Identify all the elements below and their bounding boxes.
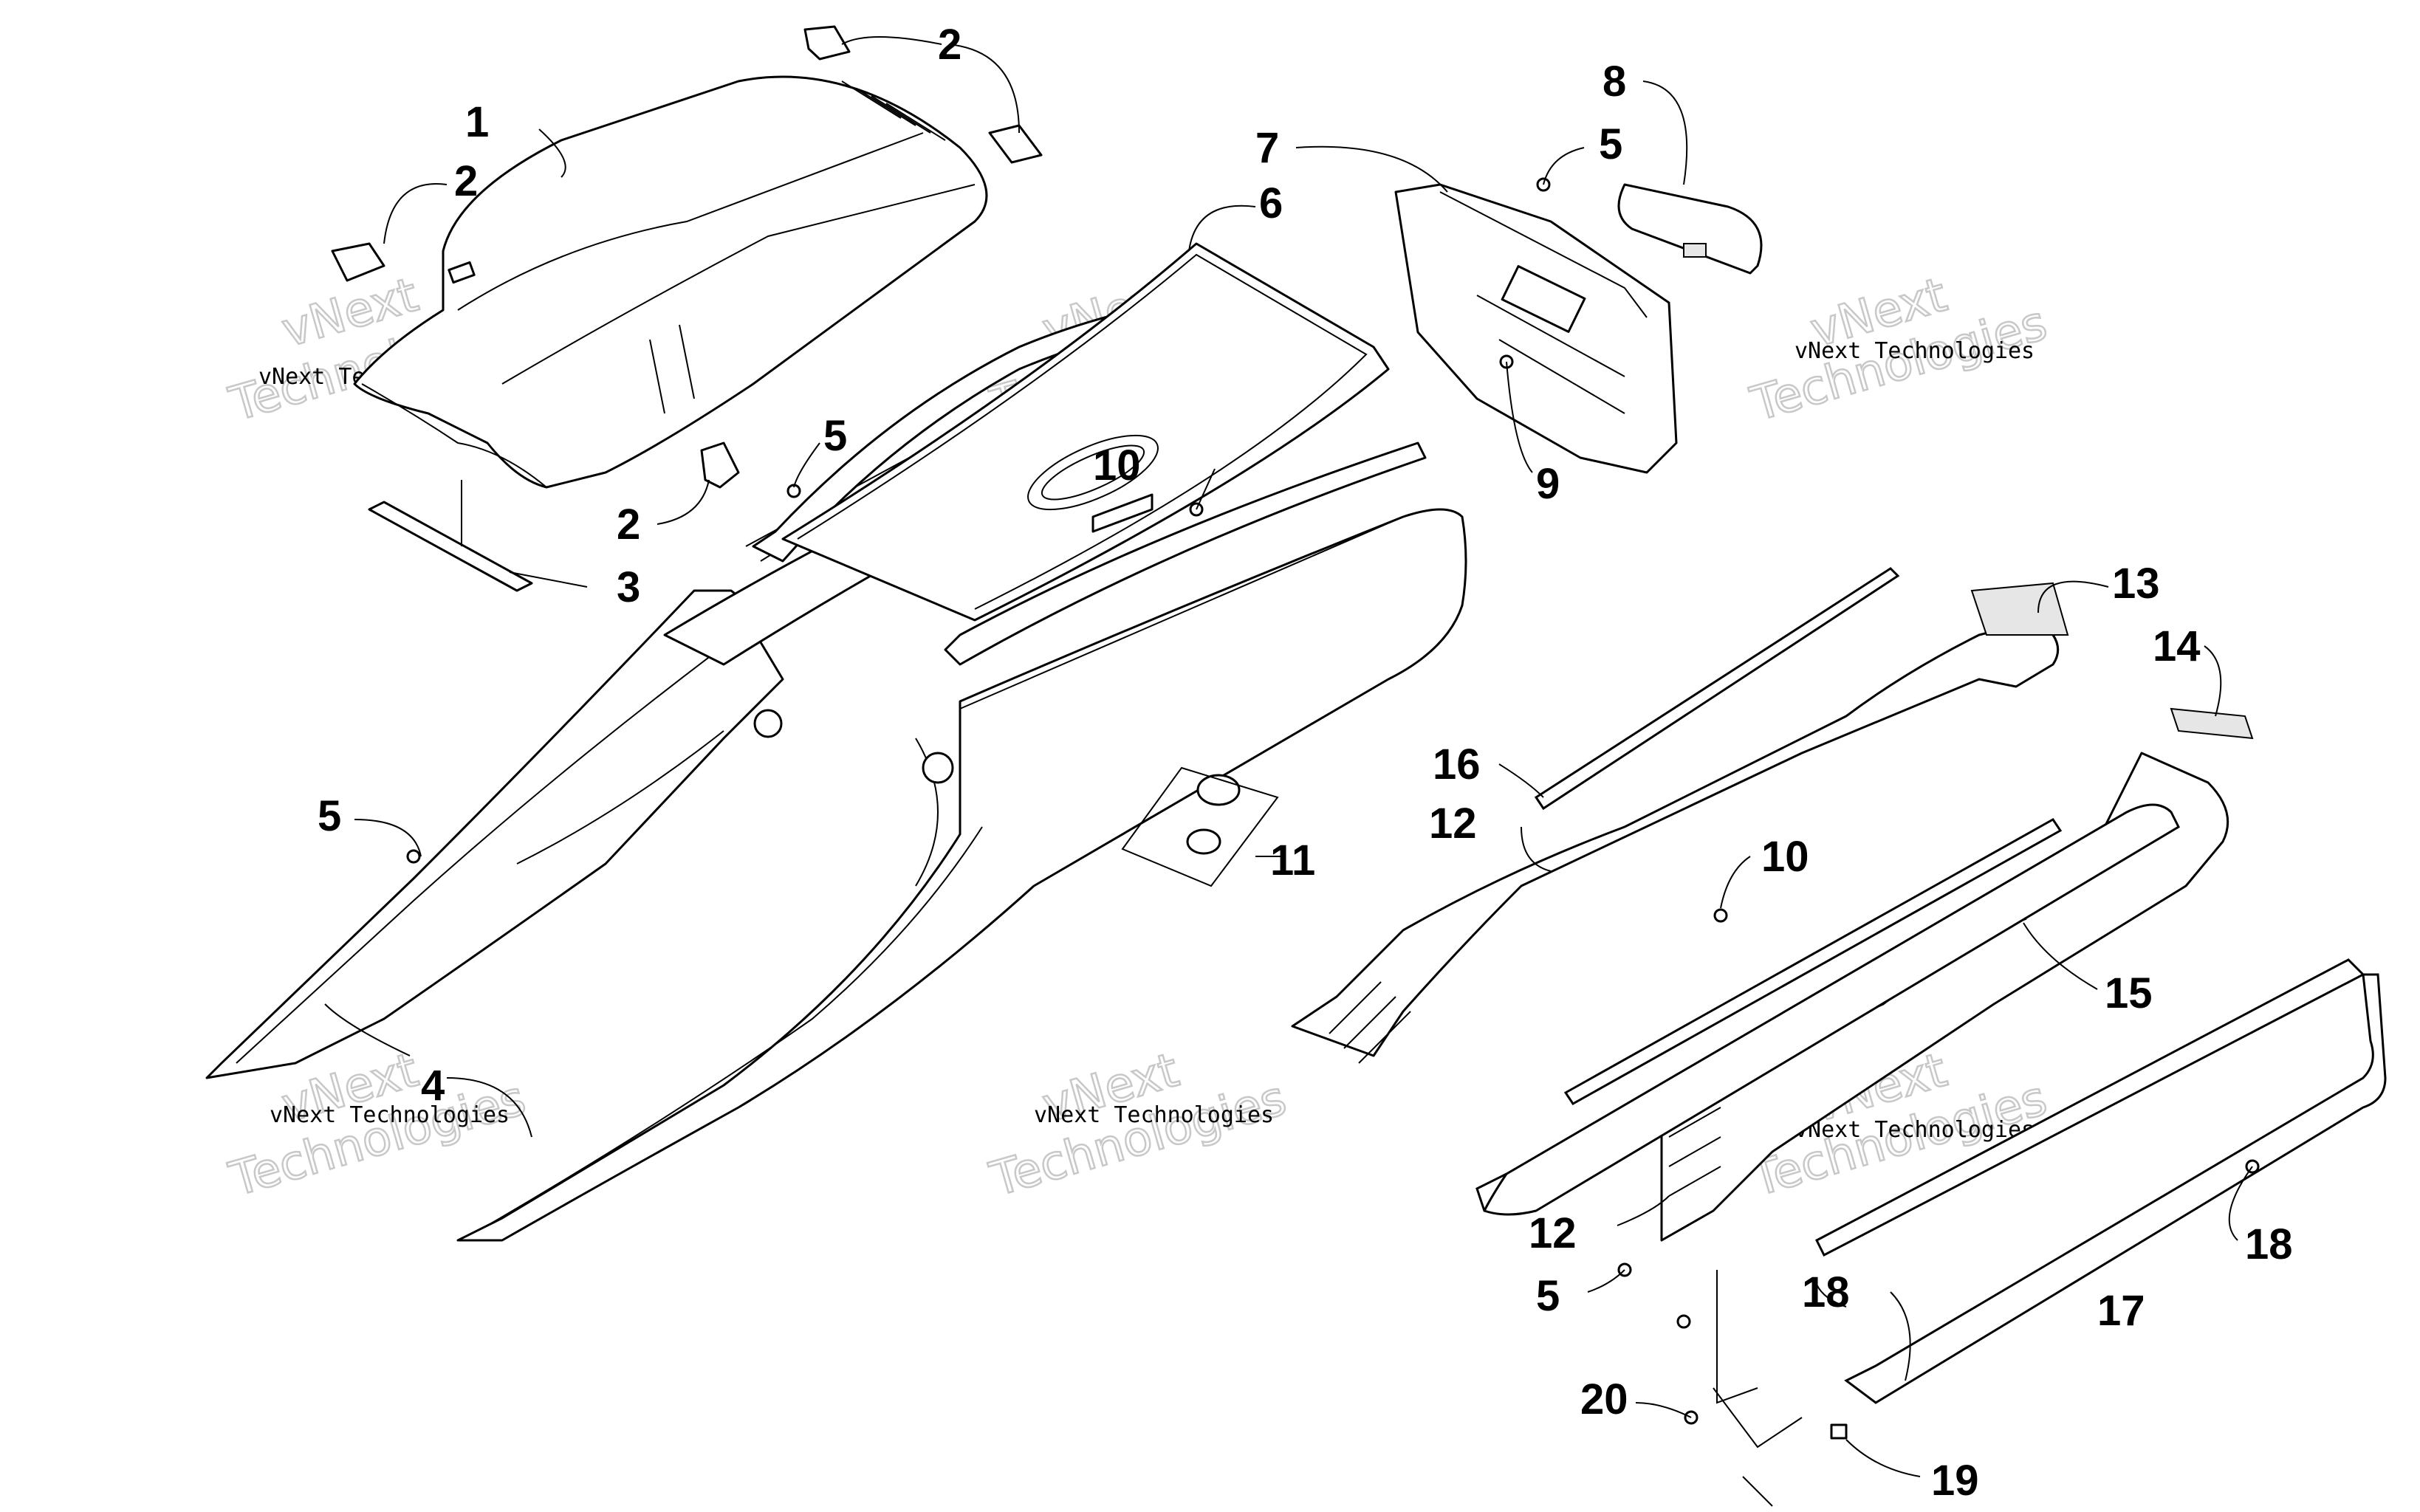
tunnel-panel-right [456,508,1467,1242]
callout-8: 8 [1603,58,1626,106]
watermark-text: vNext Technologies [1795,338,2035,364]
callout-5-center: 5 [823,412,847,460]
callout-7: 7 [1255,124,1279,172]
fuel-cap-part [1121,766,1279,887]
reflector-part [1617,183,1763,275]
callout-12-lower: 12 [1529,1209,1577,1257]
bumper-bar-part-17 [1475,803,2387,1404]
callout-10-right: 10 [1761,833,1809,881]
callout-11: 11 [1270,836,1315,884]
callout-5-left: 5 [318,792,341,840]
seat-cover-part [353,75,988,489]
callout-4: 4 [421,1062,445,1110]
right-rail-part-16 [1534,567,1900,811]
callout-18-right: 18 [2245,1220,2293,1268]
callout-18-left: 18 [1802,1268,1850,1316]
loop-seal-part [781,242,1390,622]
label-part-13 [1970,582,2069,636]
callout-19: 19 [1931,1457,1979,1505]
callout-6: 6 [1259,179,1283,227]
tunnel-panel-left [205,589,784,1079]
callout-1: 1 [465,98,489,146]
side-step-upper [1291,619,2060,1064]
watermark-text: vNext Technologies [1795,1117,2035,1143]
seal-strip-part [368,480,533,592]
callout-9: 9 [1536,460,1560,508]
callout-12-upper: 12 [1429,800,1477,848]
callout-2-lower: 2 [617,501,640,549]
callout-10-center: 10 [1093,441,1141,489]
clip-parts [331,25,1043,489]
rear-bracket-part [1394,183,1678,474]
callout-5-bottom: 5 [1536,1272,1560,1320]
callout-5-top: 5 [1599,120,1622,168]
callout-2-left: 2 [454,157,478,205]
callout-labels: 1 2 2 2 3 4 5 5 5 5 6 7 8 9 10 10 11 12 … [318,21,2293,1505]
label-part-14 [2170,707,2254,740]
watermark-text: vNext Technologies [1034,1102,1274,1128]
leader-lines [324,36,2253,1477]
callout-20: 20 [1580,1375,1628,1423]
callout-3: 3 [617,563,640,611]
watermark-center-bottom: Technologies vNext vNext Technologies [984,1042,1293,1208]
callout-2-top: 2 [938,21,962,69]
callout-14: 14 [2153,622,2201,670]
watermark-text: vNext Technologies [270,1102,510,1128]
callout-15: 15 [2105,969,2153,1017]
watermark-right-top: Technologies vNext vNext Technologies [1744,267,2054,433]
callout-13: 13 [2112,560,2160,608]
badge-loop [1027,434,1159,533]
callout-16: 16 [1433,740,1481,788]
callout-17: 17 [2097,1287,2145,1335]
